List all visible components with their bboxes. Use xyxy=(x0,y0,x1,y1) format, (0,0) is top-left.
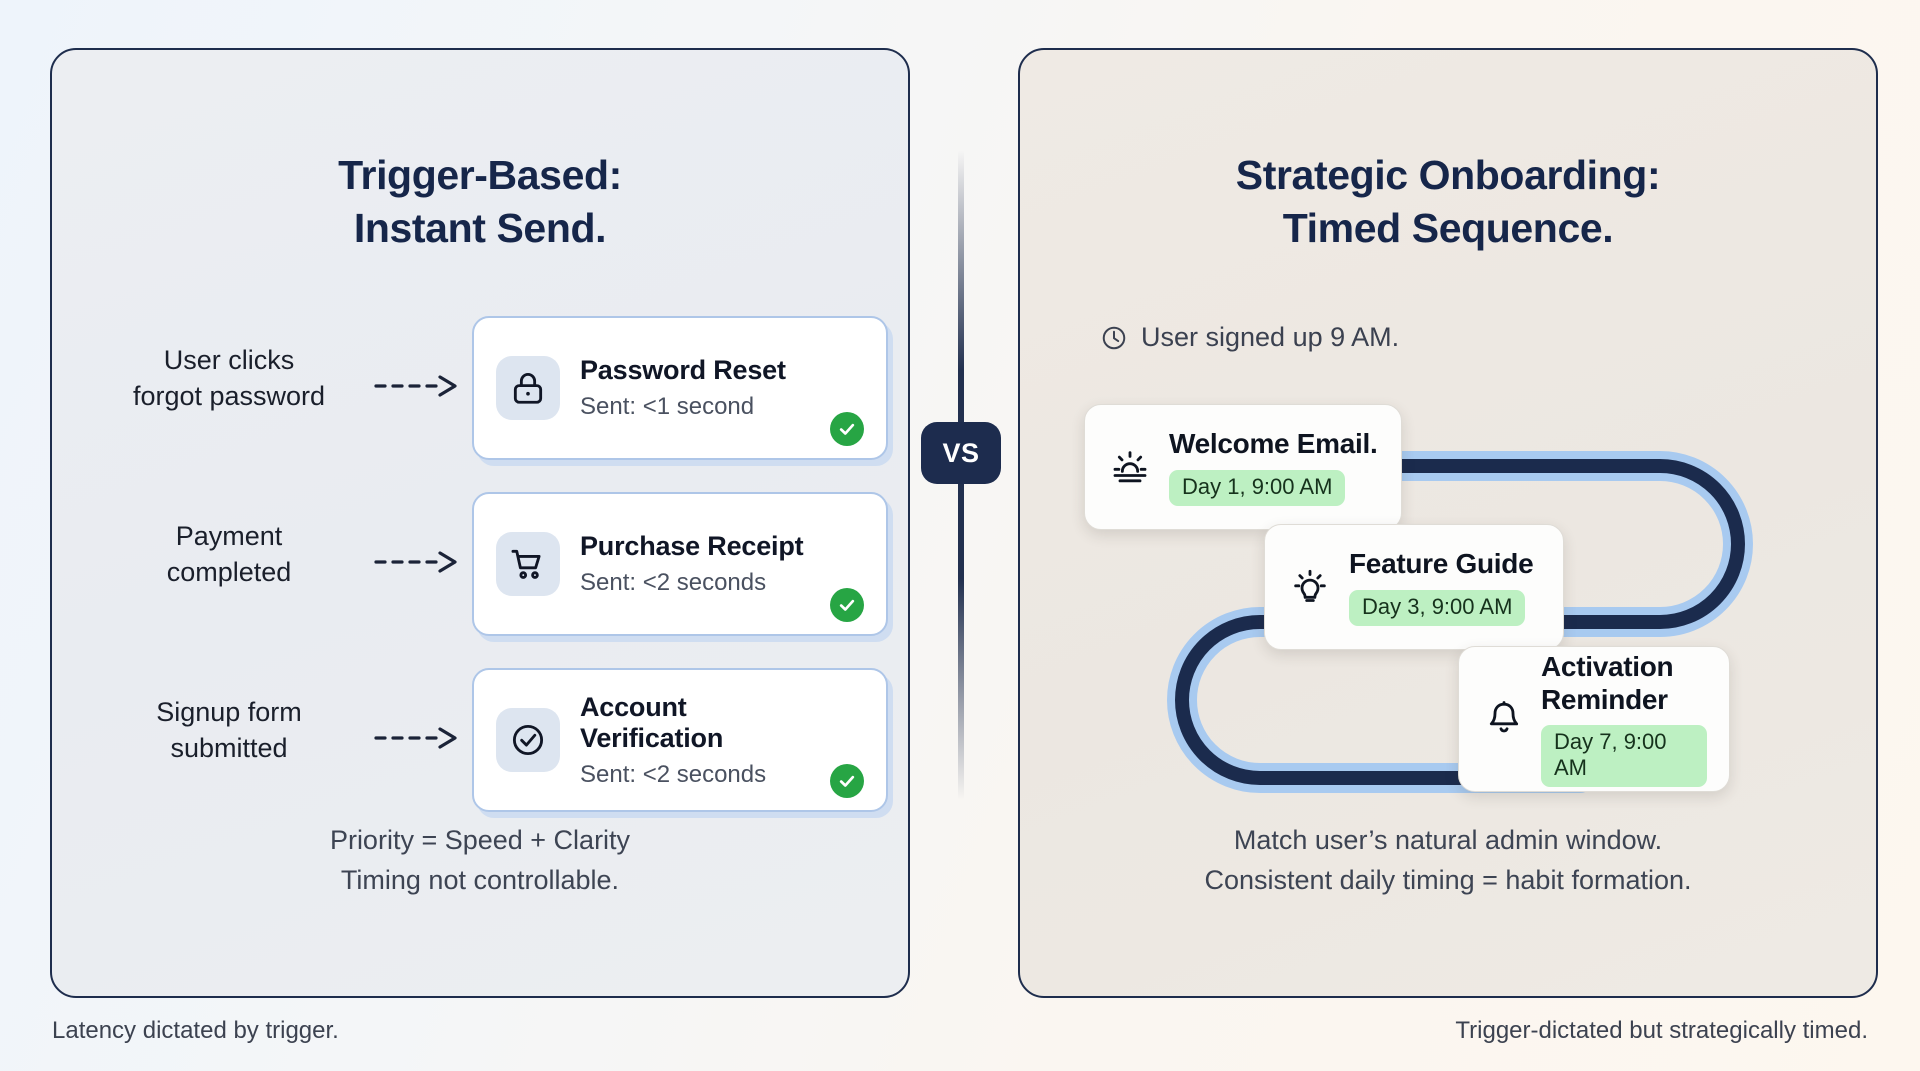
trigger-row: User clicks forgot password xyxy=(52,308,908,484)
trigger-label: Payment completed xyxy=(84,518,374,590)
sequence-card-body: Feature Guide Day 3, 9:00 AM xyxy=(1349,548,1534,626)
right-title-line2: Timed Sequence. xyxy=(1282,204,1614,251)
sequence-card-schedule-chip: Day 7, 9:00 AM xyxy=(1541,724,1707,787)
check-icon xyxy=(830,588,864,622)
check-icon xyxy=(830,764,864,798)
sequence-card-title: Activation Reminder xyxy=(1541,651,1674,715)
trigger-row: Signup form submitted Account V xyxy=(52,660,908,836)
right-title-line1: Strategic Onboarding: xyxy=(1235,152,1661,199)
email-card-status: Sent: <1 second xyxy=(580,393,755,420)
check-icon xyxy=(830,412,864,446)
trigger-label-line2: forgot password xyxy=(132,381,326,412)
left-panel-title: Trigger-Based: Instant Send. xyxy=(52,149,908,254)
email-card-account-verification[interactable]: Account Verification Sent: <2 seconds xyxy=(472,668,888,812)
left-panel-summary: Priority = Speed + Clarity Timing not co… xyxy=(52,821,908,900)
shopping-cart-icon xyxy=(496,532,560,596)
clock-icon xyxy=(1102,326,1126,349)
right-panel-title: Strategic Onboarding: Timed Sequence. xyxy=(1020,149,1876,254)
bell-icon xyxy=(1481,699,1527,739)
caption-right: Trigger-dictated but strategically timed… xyxy=(1455,1017,1868,1044)
sequence-card-schedule-chip: Day 3, 9:00 AM xyxy=(1349,589,1526,626)
caption-left: Latency dictated by trigger. xyxy=(52,1017,339,1044)
email-card-body: Password Reset Sent: <1 second xyxy=(580,355,830,421)
left-title-line2: Instant Send. xyxy=(353,204,607,251)
left-title-line1: Trigger-Based: xyxy=(338,152,622,199)
check-circle-icon xyxy=(496,708,560,772)
right-note-line2: Consistent daily timing = habit formatio… xyxy=(1204,864,1692,895)
versus-divider: VS xyxy=(921,150,1001,800)
trigger-label-line1: Signup form xyxy=(156,697,302,727)
vs-badge: VS xyxy=(921,422,1001,484)
dashed-arrow-icon xyxy=(374,727,457,749)
email-card-status: Sent: <2 seconds xyxy=(580,569,767,596)
dashed-arrow-icon xyxy=(374,375,457,397)
sequence-card-body: Welcome Email. Day 1, 9:00 AM xyxy=(1169,428,1378,506)
panel-trigger-based: Trigger-Based: Instant Send. User clicks… xyxy=(50,48,910,998)
sequence-card-title: Feature Guide xyxy=(1349,548,1534,580)
email-card-password-reset[interactable]: Password Reset Sent: <1 second xyxy=(472,316,888,460)
timed-sequence-flow: Welcome Email. Day 1, 9:00 AM Feature Gu… xyxy=(1020,366,1880,846)
sequence-card-body: Activation Reminder Day 7, 9:00 AM xyxy=(1541,651,1707,787)
lock-icon xyxy=(496,356,560,420)
trigger-label: Signup form submitted xyxy=(84,694,374,766)
email-card-title: Account Verification xyxy=(580,691,724,753)
email-card-purchase-receipt[interactable]: Purchase Receipt Sent: <2 seconds xyxy=(472,492,888,636)
left-note-line1: Priority = Speed + Clarity xyxy=(329,825,631,856)
trigger-label-line1: Payment xyxy=(175,521,283,551)
email-card-status: Sent: <2 seconds xyxy=(580,760,767,788)
dashed-arrow-icon xyxy=(374,551,457,573)
trigger-label: User clicks forgot password xyxy=(84,342,374,414)
sequence-card-schedule-chip: Day 1, 9:00 AM xyxy=(1169,469,1346,506)
email-card-title: Password Reset xyxy=(580,355,786,385)
trigger-rows: User clicks forgot password xyxy=(52,308,908,836)
panel-strategic-onboarding: Strategic Onboarding: Timed Sequence. Us… xyxy=(1018,48,1878,998)
signup-time-line: User signed up 9 AM. xyxy=(1100,322,1399,353)
sequence-card-title: Welcome Email. xyxy=(1169,428,1378,460)
sequence-card-welcome-email[interactable]: Welcome Email. Day 1, 9:00 AM xyxy=(1084,404,1402,530)
trigger-label-line2: completed xyxy=(166,557,292,588)
trigger-label-line2: submitted xyxy=(170,733,288,764)
right-panel-summary: Match user’s natural admin window. Consi… xyxy=(1020,821,1876,900)
email-card-body: Purchase Receipt Sent: <2 seconds xyxy=(580,531,830,597)
lightbulb-icon xyxy=(1287,567,1333,607)
sequence-card-activation-reminder[interactable]: Activation Reminder Day 7, 9:00 AM xyxy=(1458,646,1730,792)
right-note-line1: Match user’s natural admin window. xyxy=(1233,825,1663,856)
left-note-line2: Timing not controllable. xyxy=(340,864,620,895)
sunrise-icon xyxy=(1107,447,1153,487)
trigger-label-line1: User clicks xyxy=(163,345,295,375)
trigger-row: Payment completed xyxy=(52,484,908,660)
email-card-body: Account Verification Sent: <2 seconds xyxy=(580,692,830,789)
email-card-title: Purchase Receipt xyxy=(580,531,804,561)
signup-time-text: User signed up 9 AM. xyxy=(1141,322,1400,352)
sequence-card-feature-guide[interactable]: Feature Guide Day 3, 9:00 AM xyxy=(1264,524,1564,650)
